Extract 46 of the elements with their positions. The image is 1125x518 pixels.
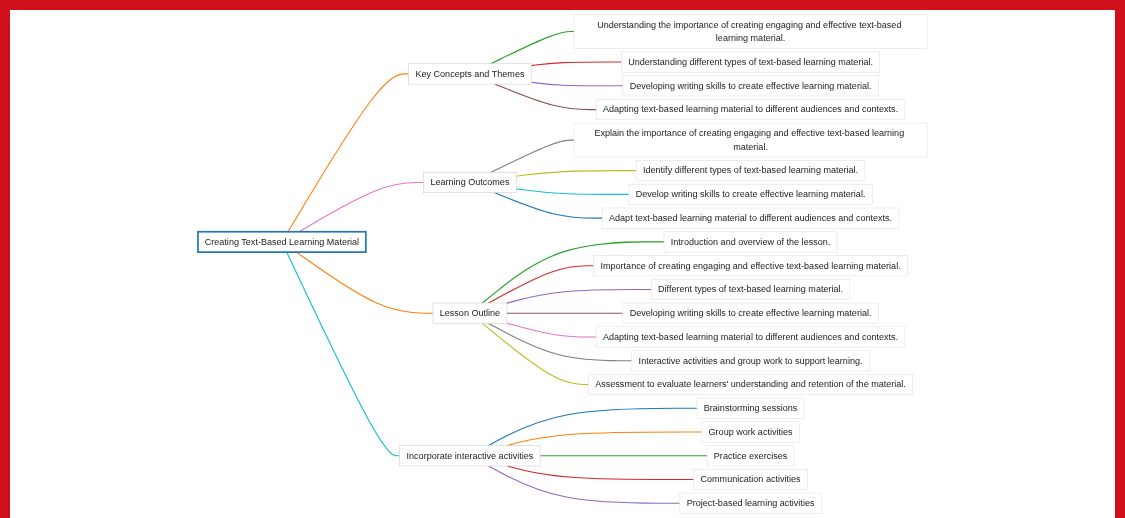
connector <box>481 241 665 304</box>
connector <box>481 322 589 386</box>
connector <box>287 73 410 233</box>
connector <box>515 170 637 177</box>
node-box: Adapting text-based learning material to different audiences and contexts. <box>595 326 906 348</box>
connector <box>506 288 652 304</box>
node-box: Introduction and overview of the lesson. <box>663 231 838 253</box>
connector <box>295 251 434 314</box>
node-box: Importance of creating engaging and effective text-based learning material. <box>593 255 908 277</box>
connector <box>506 322 597 338</box>
node-box: Different types of text-based learning material. <box>651 279 851 300</box>
connector <box>506 312 624 314</box>
connector <box>494 192 603 219</box>
node-box: Adapt text-based learning material to different audiences and contexts. <box>601 207 900 229</box>
node-box: Interactive activities and group work to support learning. <box>631 350 870 372</box>
connector <box>490 139 575 173</box>
node-box: Developing writing skills to create effective learning material. <box>622 75 879 97</box>
connector <box>286 251 401 457</box>
node-box: Develop writing skills to create effective learning material. <box>628 183 873 205</box>
connector <box>539 455 708 457</box>
node-box: Identify different types of text-based learning material. <box>635 160 866 182</box>
node-box: Understanding the importance of creating engaging and effective text-based learning material. <box>573 14 928 49</box>
node-box: Understanding different types of text-based learning material. <box>621 51 881 73</box>
connector <box>488 407 698 447</box>
connector <box>490 30 575 65</box>
node-box: Developing writing skills to create effective learning material. <box>622 302 879 324</box>
node-box: Communication activities <box>693 469 808 490</box>
connector <box>530 81 624 87</box>
node-box: Explain the importance of creating engaging and effective text-based learning material. <box>573 122 928 158</box>
connector <box>488 265 595 304</box>
node-box: Creating Text-Based Learning Material <box>197 230 367 253</box>
node-box: Brainstorming sessions <box>696 397 805 419</box>
node-box: Assessment to evaluate learners' understanding and retention of the material. <box>588 374 913 395</box>
node-box: Project-based learning activities <box>679 492 822 514</box>
node-box: Practice exercises <box>706 445 795 467</box>
connector <box>488 322 633 362</box>
node-box: Adapting text-based learning material to different audiences and contexts. <box>595 99 906 121</box>
connector <box>488 465 681 504</box>
node-box: Key Concepts and Themes <box>408 63 532 85</box>
connector <box>298 181 425 233</box>
node-box: Lesson Outline <box>432 302 508 324</box>
node-box: Learning Outcomes <box>423 172 517 193</box>
connector <box>515 188 630 195</box>
node-box: Group work activities <box>701 421 800 443</box>
node-box: Incorporate interactive activities <box>399 445 541 467</box>
connector <box>530 61 622 67</box>
